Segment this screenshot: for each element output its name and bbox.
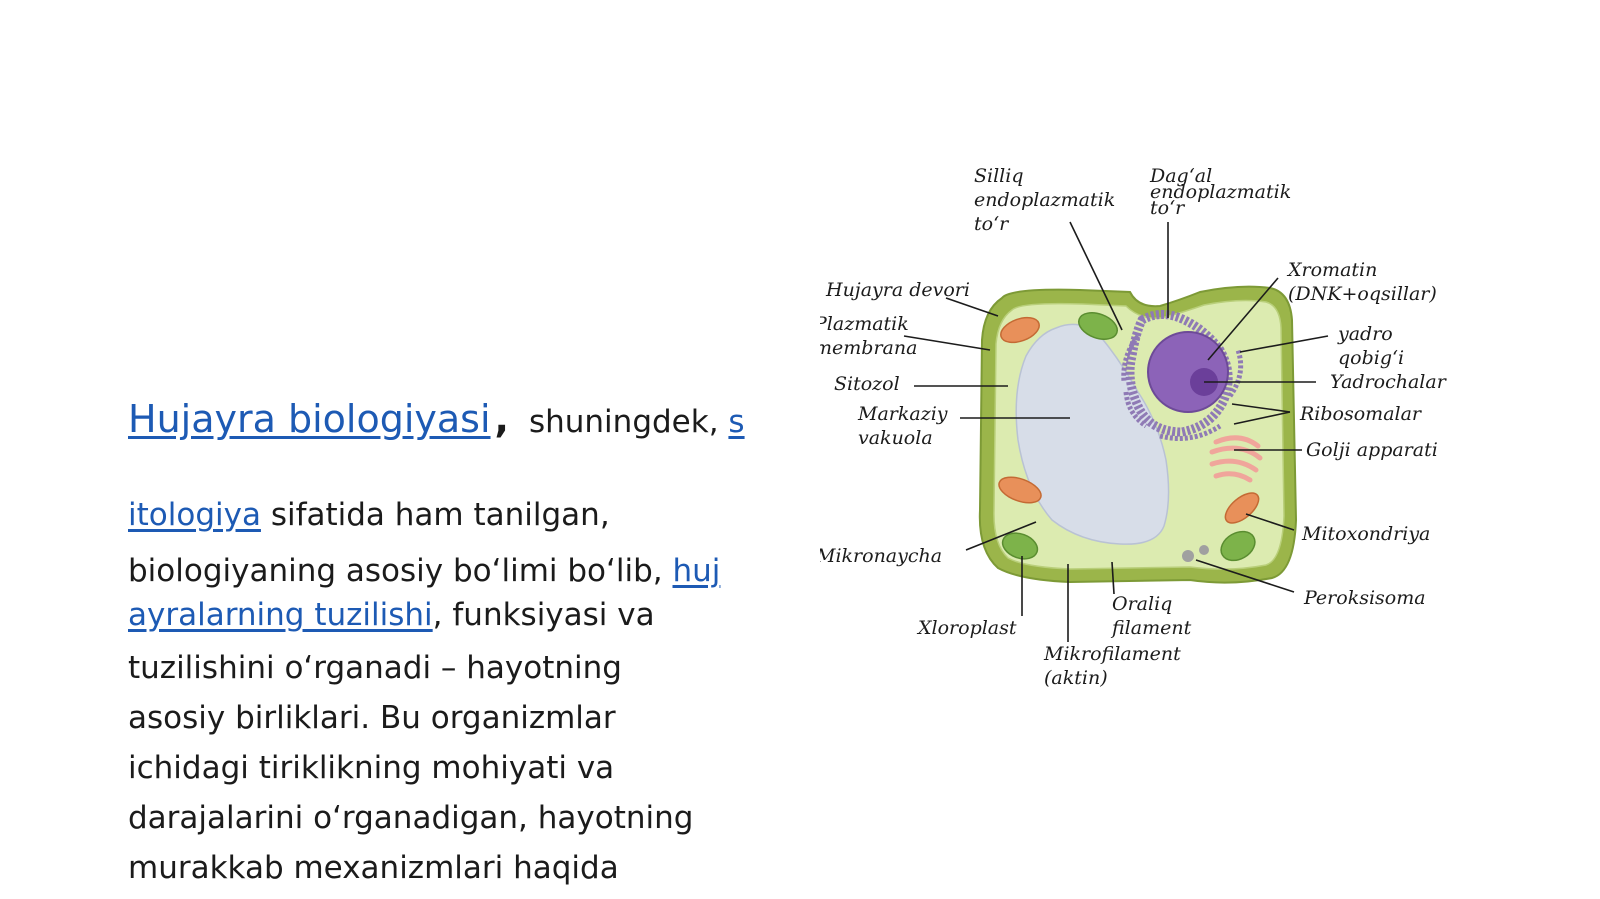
label-peroksisoma: Peroksisoma — [1303, 587, 1426, 609]
text-line-2-rest: sifatida ham tanilgan, — [270, 497, 610, 533]
text-line-1-rest: shuningdek, — [528, 404, 719, 440]
text-line-1: Hujayra biologiyasi, shuningdek, s — [128, 395, 768, 447]
label-mikrofilament-2: (aktin) — [1044, 667, 1108, 689]
label-oraliq-1: Oraliq — [1112, 593, 1172, 615]
mitochondrion — [998, 476, 1042, 504]
chloroplast — [1078, 312, 1118, 340]
text-line-4-rest: , funksiyasi va — [432, 597, 655, 633]
text-line-8: darajalarini o‘rganadigan, hayotning — [128, 800, 694, 836]
central-vacuole — [1015, 323, 1170, 545]
label-ribosomalar: Ribosomalar — [1299, 403, 1423, 425]
endoplasmic-reticulum — [1121, 310, 1244, 441]
label-silliq-2: endoplazmatik — [974, 189, 1115, 211]
plant-cell-diagram: Silliq endoplazmatik to‘r Dag‘al endopla… — [813, 160, 1520, 720]
label-dagal-3: to‘r — [1150, 197, 1186, 219]
link-sitologiya-part1[interactable]: s — [728, 404, 745, 440]
text-line-2: itologiya sifatida ham tanilgan, — [128, 491, 768, 539]
label-mikronaycha: Mikronaycha — [820, 545, 942, 567]
leader-lines — [903, 221, 1329, 642]
label-xromatin-1: Xromatin — [1286, 259, 1377, 281]
label-yadro-1: yadro — [1337, 323, 1393, 345]
label-yadro-2: qobig‘i — [1338, 347, 1404, 369]
text-line-6: asosiy birliklari. Bu organizmlar — [128, 700, 616, 736]
label-hujayra-devori: Hujayra devori — [825, 279, 970, 301]
label-silliq-1: Silliq — [974, 165, 1024, 187]
label-golji: Golji apparati — [1306, 439, 1438, 461]
link-hujayra-tuzilishi-part1[interactable]: huj — [672, 553, 721, 589]
chloroplast — [1001, 532, 1039, 560]
label-plazmatik-1: Plazmatik — [820, 313, 909, 335]
text-line-9: murakkab mexanizmlari haqida — [128, 850, 619, 886]
text-line-3: biologiyaning asosiy bo‘limi bo‘lib, huj — [128, 549, 768, 593]
link-hujayra-biologiyasi[interactable]: Hujayra biologiyasi — [128, 397, 491, 441]
plant-cell-svg: Silliq endoplazmatik to‘r Dag‘al endopla… — [813, 165, 1448, 689]
label-dagal-1: Dag‘al — [1149, 165, 1212, 187]
peroxisome — [1199, 545, 1209, 555]
mitochondrion — [1000, 316, 1040, 344]
golgi-apparatus — [1209, 435, 1263, 483]
label-xloroplast: Xloroplast — [916, 617, 1017, 639]
comma: , — [494, 397, 509, 441]
text-line-7: ichidagi tiriklikning mohiyati va — [128, 750, 615, 786]
text-line-5: tuzilishini o‘rganadi – hayotning — [128, 650, 622, 686]
text-line-4: ayralarning tuzilishi, funksiyasi va — [128, 593, 768, 637]
chloroplast — [1220, 530, 1256, 562]
label-silliq-3: to‘r — [974, 213, 1010, 235]
label-plazmatik-2: membrana — [820, 337, 917, 359]
label-mikrofilament-1: Mikrofilament — [1043, 643, 1181, 665]
peroxisome — [1182, 550, 1194, 562]
label-vakuola: vakuola — [858, 427, 933, 449]
label-xromatin-2: (DNK+oqsillar) — [1288, 283, 1437, 305]
mitochondrion — [1224, 492, 1260, 524]
nucleus — [1147, 331, 1229, 413]
label-yadrochalar: Yadrochalar — [1330, 371, 1448, 393]
label-markaziy: Markaziy — [857, 403, 948, 425]
label-sitozol: Sitozol — [834, 373, 900, 395]
label-mitoxondriya: Mitoxondriya — [1301, 523, 1430, 545]
link-sitologiya-part2[interactable]: itologiya — [128, 497, 261, 533]
label-dagal-2: endoplazmatik — [1150, 181, 1291, 203]
link-hujayra-tuzilishi-part2[interactable]: ayralarning tuzilishi — [128, 597, 433, 633]
text-line-3-pre: biologiyaning asosiy bo‘limi bo‘lib, — [128, 553, 663, 589]
label-oraliq-2: filament — [1110, 617, 1192, 639]
text-column: Hujayra biologiyasi, shuningdek, s itolog… — [128, 395, 768, 893]
